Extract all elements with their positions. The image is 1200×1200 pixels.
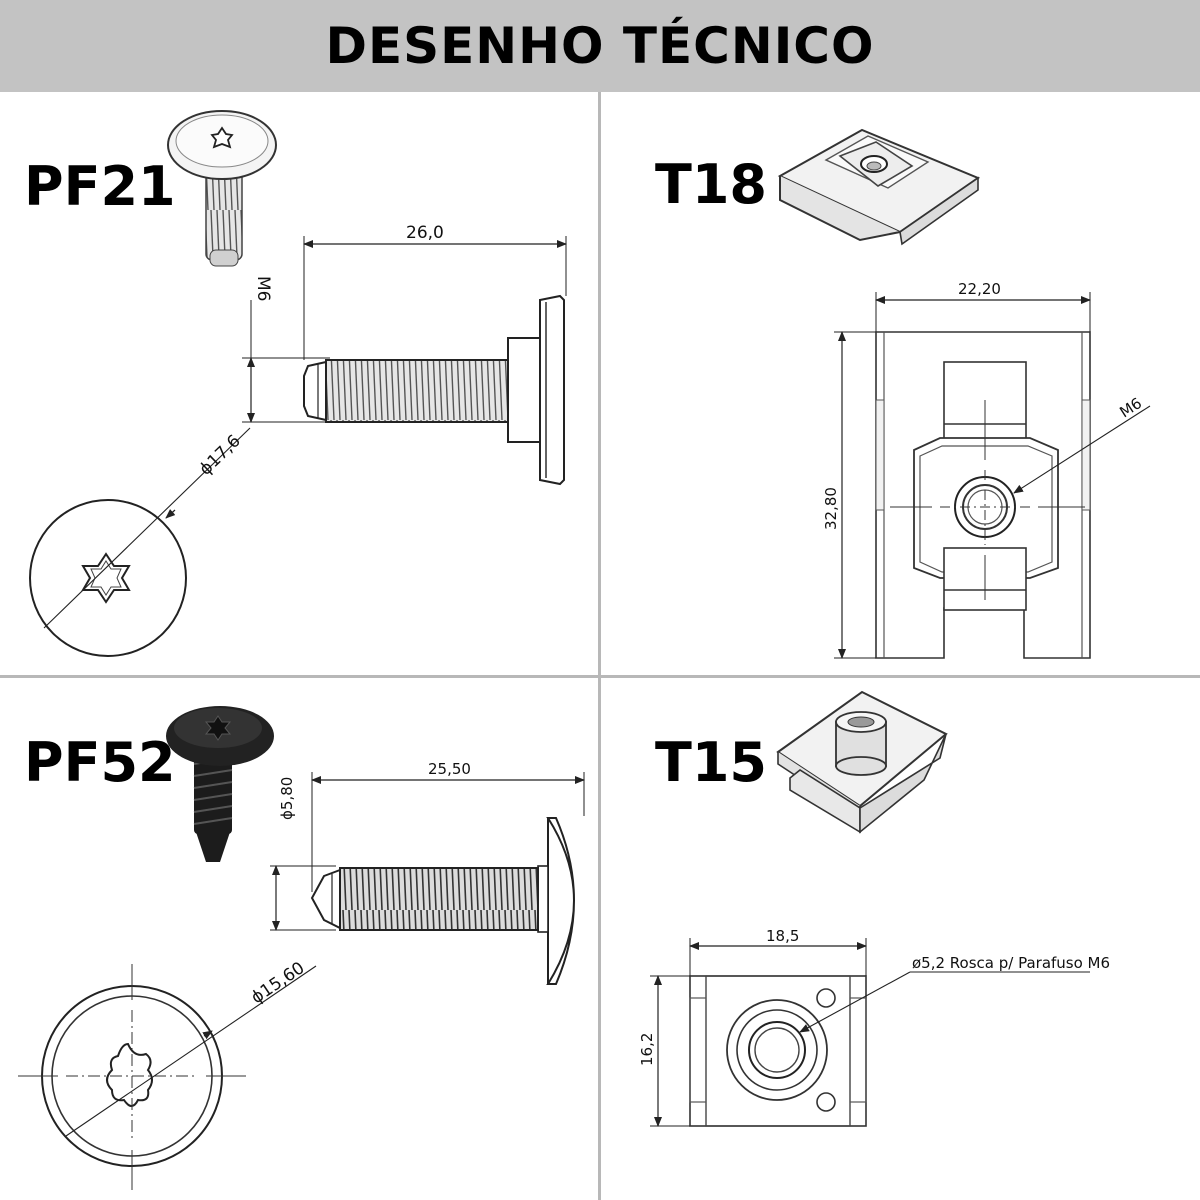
pf21-dimensions [242,236,567,423]
pf52-side-view [310,817,575,985]
pf52-photo-icon [166,706,274,862]
t15-front-view [689,975,867,1127]
vertical-divider [598,92,601,1200]
page-title: DESENHO TÉCNICO [325,17,875,75]
t18-dimensions [834,292,1151,659]
t18-thread-label: M6 [1116,394,1145,421]
pf52-head-front-view [18,964,317,1190]
pf52-thread-diameter-label: ϕ5,80 [278,777,296,820]
pf52-dimensions [270,772,585,931]
t18-front-view [875,331,1091,659]
pf21-length-label: 26,0 [406,223,444,243]
pf21-thread-label: M6 [253,276,273,301]
pf21-head-front-view [29,427,251,657]
pf21-head-diameter-label: ϕ17,6 [196,431,245,479]
t18-width-label: 22,20 [958,280,1001,298]
horizontal-divider [0,675,1200,678]
pf21-photo-icon [167,110,277,267]
torx-recess-icon [210,126,234,149]
title-banner: DESENHO TÉCNICO [0,0,1200,92]
t15-height-label: 16,2 [638,1033,656,1066]
part-label-pf52: PF52 [24,731,176,794]
t15-photo-icon [776,690,948,834]
t15-dimensions [650,938,1090,1127]
part-label-t18: T18 [655,153,767,216]
part-label-pf21: PF21 [24,155,176,218]
pf52-length-label: 25,50 [428,760,471,778]
t18-height-label: 32,80 [822,487,840,530]
pf21-side-view [303,294,565,486]
t15-width-label: 18,5 [766,927,799,945]
t18-photo-icon [777,128,981,246]
t15-hole-note: ø5,2 Rosca p/ Parafuso M6 [912,954,1110,972]
pf52-head-diameter-label: ϕ15,60 [248,958,309,1008]
part-label-t15: T15 [655,731,767,794]
